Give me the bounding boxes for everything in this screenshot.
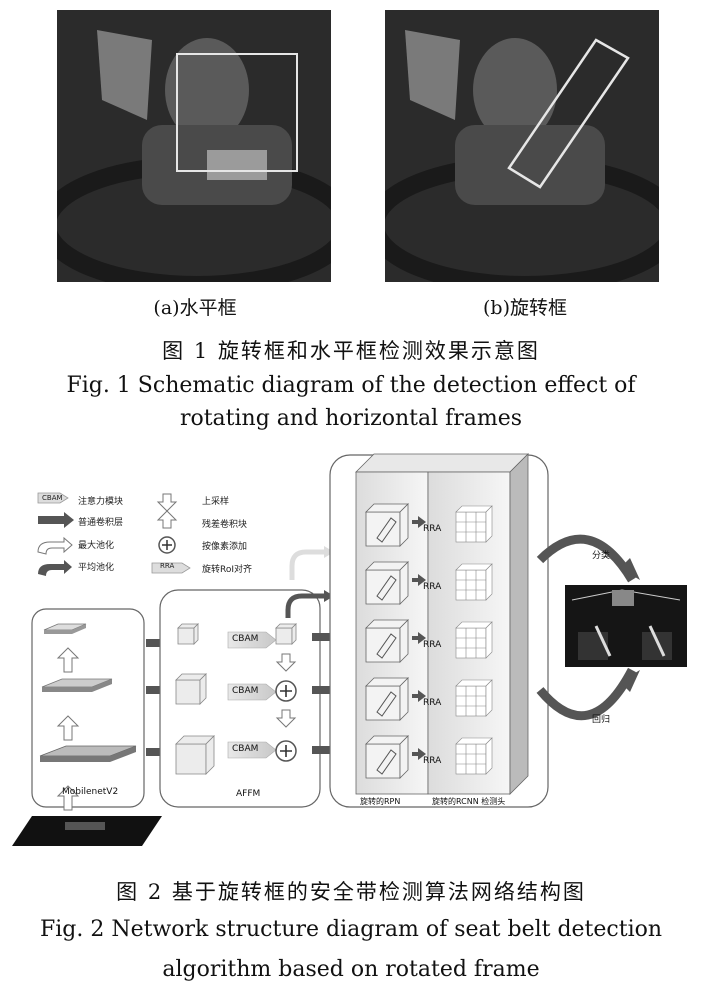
regression-label: 回归 [592,712,610,725]
figure2-caption-en-line1: Fig. 2 Network structure diagram of seat… [0,914,702,945]
rra-label-5: RRA [423,756,441,766]
photo-rotated-box [385,10,659,282]
rra-label-3: RRA [423,640,441,650]
add-circle-icon [276,681,296,701]
panel-a-label: (a)水平框 [130,293,260,320]
cbam-label-1: CBAM [232,634,258,644]
legend-maxpool-arrow-icon [38,538,72,554]
rra-label-4: RRA [423,698,441,708]
classification-arrow [540,539,632,580]
input-image-thumbnail [12,816,162,846]
legend-conv-label: 普通卷积层 [78,515,123,528]
legend-add-label: 按像素添加 [202,539,247,552]
rra-label-2: RRA [423,582,441,592]
figure2-caption-en-line2: algorithm based on rotated frame [0,954,702,985]
legend-rra-label: 旋转RoI对齐 [202,562,252,575]
legend-conv-arrow-icon [38,512,74,528]
legend-attention-label: 注意力模块 [78,494,123,507]
classification-label: 分类 [592,548,610,561]
legend-upsample-label: 上采样 [202,494,229,507]
figure1-caption-en-line2: rotating and horizontal frames [0,403,702,434]
legend-residual-label: 残差卷积块 [202,517,247,530]
rcnn-label: 旋转的RCNN 检测头 [432,796,505,807]
backbone-box [32,609,144,807]
legend-maxpool-label: 最大池化 [78,538,114,551]
figure2-diagram [0,450,702,860]
affm-label: AFFM [236,789,260,799]
backbone-label: MobilenetV2 [62,787,118,797]
legend-residual-icon [158,511,176,528]
panel-b-label: (b)旋转框 [460,293,590,320]
cbam-label-2: CBAM [232,686,258,696]
add-circle-icon [276,741,296,761]
legend-upsample-icon [158,494,176,511]
horizontal-bounding-box [176,53,298,172]
figure1-caption-zh: 图 1 旋转框和水平框检测效果示意图 [0,335,702,365]
legend-cbam-box-label: CBAM [42,494,63,502]
cbam-label-3: CBAM [232,744,258,754]
legend-avgpool-label: 平均池化 [78,560,114,573]
rpn-label: 旋转的RPN [360,796,400,807]
photo-horizontal-box [57,10,331,282]
figure2-caption-zh: 图 2 基于旋转框的安全带检测算法网络结构图 [0,876,702,906]
figure1-caption-en-line1: Fig. 1 Schematic diagram of the detectio… [0,370,702,401]
rra-label-1: RRA [423,524,441,534]
legend-rra-box-label: RRA [160,562,174,570]
legend-avgpool-arrow-icon [38,560,72,576]
regression-arrow [540,670,632,716]
